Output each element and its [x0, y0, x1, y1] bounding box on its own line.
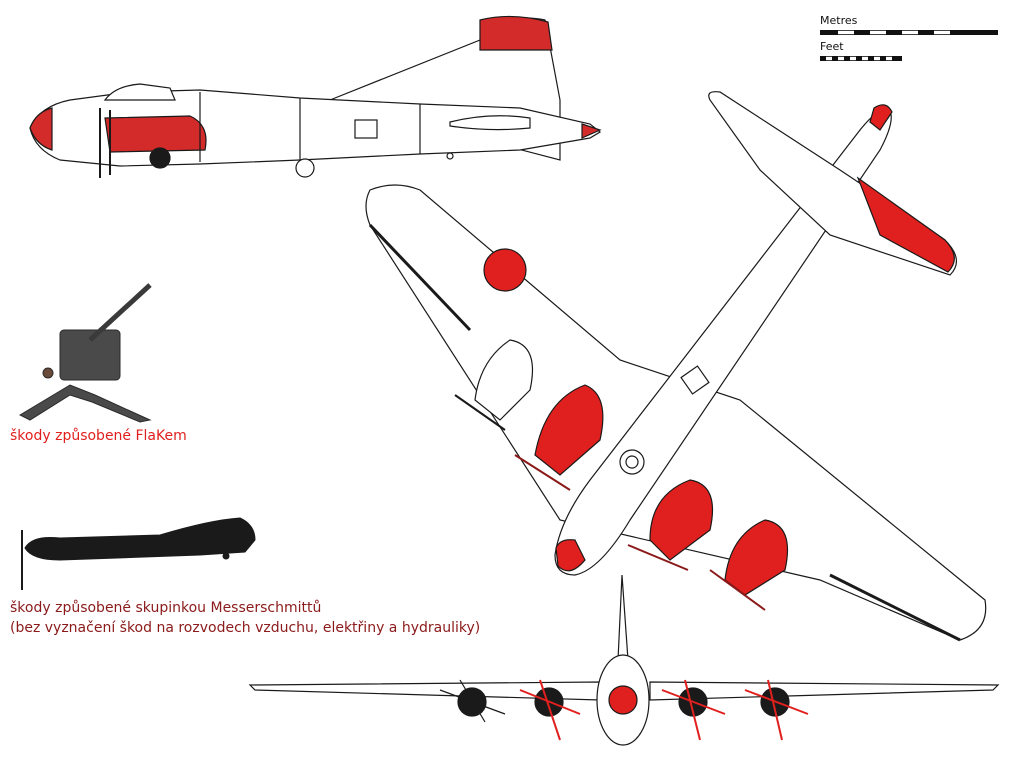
flak-gun-icon — [18, 283, 152, 423]
metres-scale-bar — [820, 30, 998, 35]
engine-nacelle-right-inner — [649, 479, 714, 561]
wing-roundel — [483, 248, 527, 292]
nose-damage — [29, 107, 53, 151]
metres-scale-label: Metres — [820, 14, 858, 27]
messerschmitt-icon — [21, 517, 256, 590]
engine-front-3 — [661, 679, 726, 741]
front-nose-damage — [608, 685, 638, 715]
bomber-side-view — [29, 15, 602, 178]
messerschmitt-damage-legend: škody způsobené skupinkou Messerschmittů — [10, 600, 322, 616]
engine-front-2 — [519, 679, 581, 741]
bomber-top-view — [365, 91, 987, 642]
flak-damage-legend: škody způsobené FlaKem — [10, 428, 187, 444]
engine-front-4 — [744, 679, 809, 741]
engine-nacelle-right-outer — [724, 519, 789, 596]
feet-scale-bar — [820, 56, 902, 61]
scale-bars — [820, 30, 998, 61]
engine-nacelle-damage — [104, 115, 207, 153]
engine-front-1 — [439, 679, 506, 723]
engine-nacelle-left-inner — [534, 384, 604, 476]
stabilizer-damage — [856, 176, 955, 273]
messerschmitt-damage-note: (bez vyznačení škod na rozvodech vzduchu… — [10, 620, 481, 636]
feet-scale-label: Feet — [820, 40, 844, 53]
bomber-front-view — [248, 574, 1000, 746]
tail-fin-damage — [479, 15, 553, 51]
